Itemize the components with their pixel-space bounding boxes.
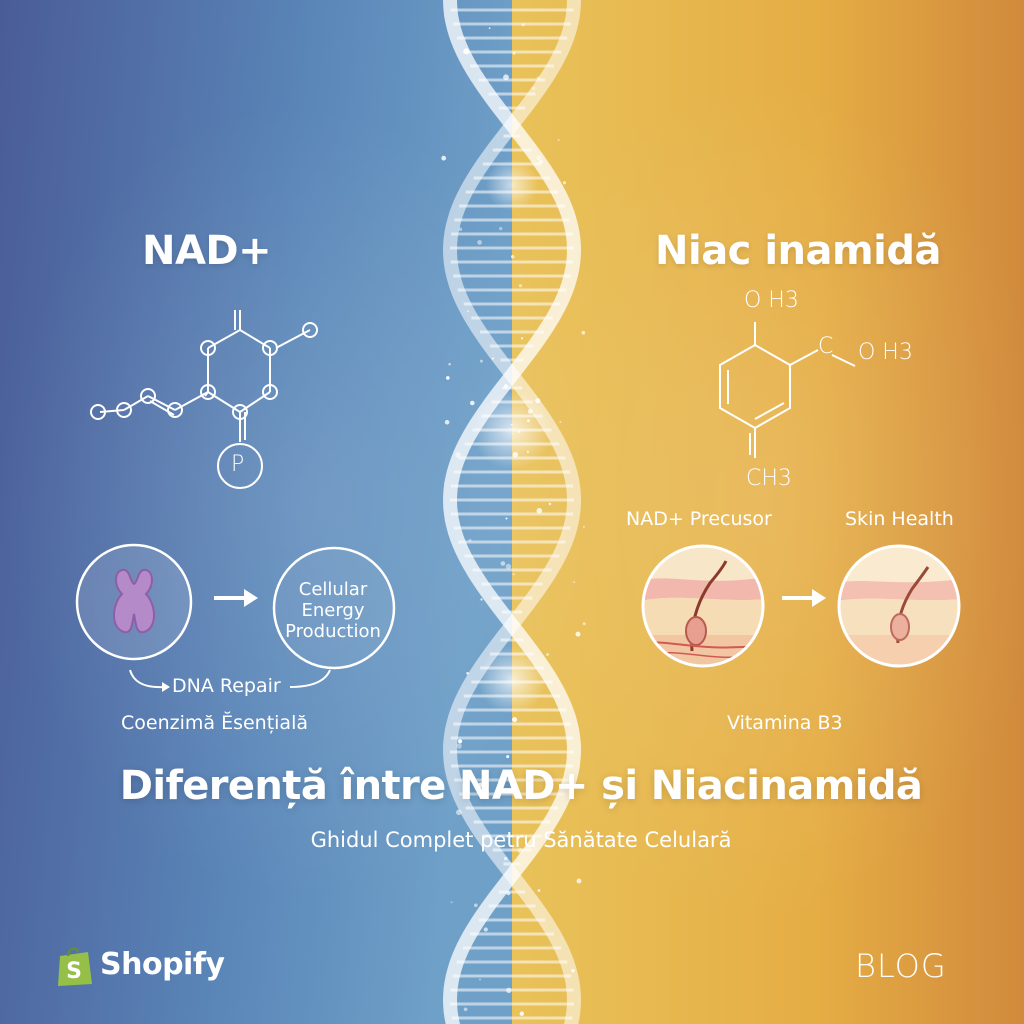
formula-oh-label: O H3 — [858, 340, 913, 365]
dna-repair-label: DNA Repair — [172, 675, 281, 697]
niacinamide-heading: Niac inamidă — [655, 228, 942, 274]
dna-repair-cycle-arrow — [129, 669, 331, 692]
skin-cross-section-icon — [837, 544, 961, 668]
nad-molecule-diagram — [90, 310, 318, 489]
page-subtitle: Ghidul Complet petru Sănătate Celulară — [310, 828, 732, 852]
process-arrow — [782, 589, 826, 607]
niacinamide-molecule-diagram — [719, 322, 856, 458]
shopify-bag-icon[interactable]: S — [54, 944, 94, 988]
skin-cross-section-icon — [641, 544, 765, 668]
skin-health-label: Skin Health — [845, 508, 954, 530]
precursor-label: NAD+ Precusor — [626, 508, 772, 530]
shopify-icon-letter: S — [66, 959, 82, 984]
energy-circle — [272, 546, 396, 670]
page-title: Diferență între NAD+ și Niacinamidă — [119, 763, 923, 809]
formula-top-label: O H3 — [744, 288, 799, 313]
process-arrow — [214, 589, 258, 607]
nad-caption: Coenzimă Ĕsențială — [121, 712, 308, 734]
niacinamide-caption: Vitamina B3 — [727, 712, 843, 734]
phosphate-symbol: P — [231, 452, 245, 477]
energy-circle-label: Cellular Energy Production — [285, 578, 381, 642]
nad-heading: NAD+ — [142, 228, 272, 274]
blog-label[interactable]: BLOG — [855, 947, 947, 985]
formula-bottom-label: CH3 — [746, 466, 792, 491]
enzyme-molecule-icon — [75, 543, 193, 661]
shopify-label[interactable]: Shopify — [100, 947, 225, 982]
formula-c-label: C — [818, 334, 834, 359]
